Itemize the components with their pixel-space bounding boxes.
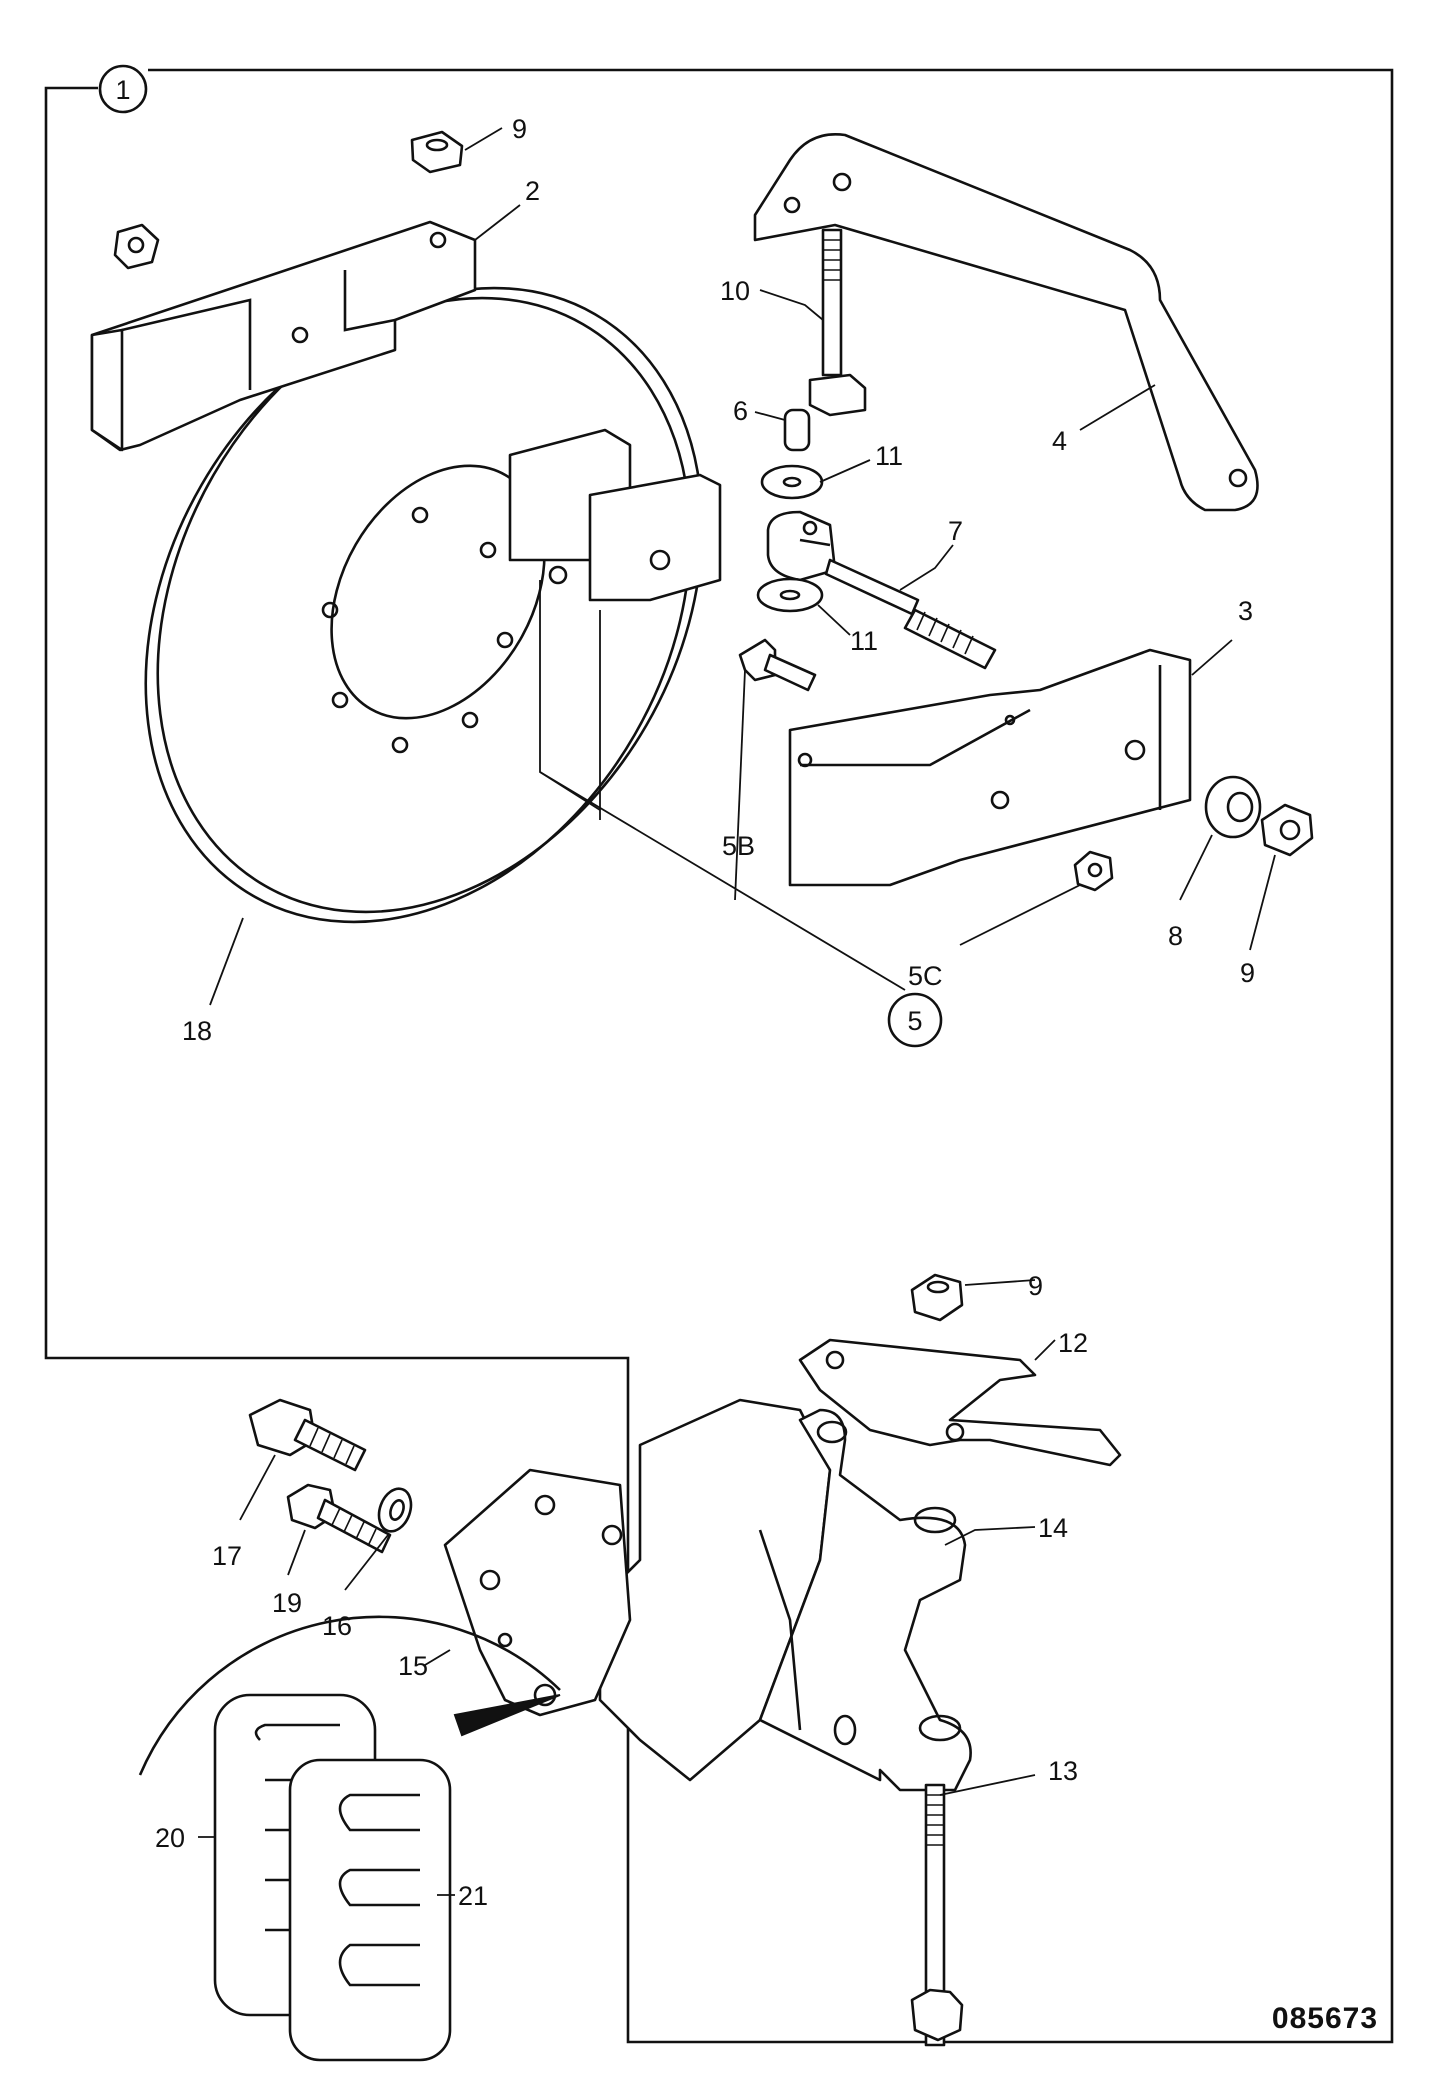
callout-10: 10 — [720, 276, 750, 306]
bolt-10 — [808, 228, 867, 417]
callout-2: 2 — [525, 176, 540, 206]
callout-5: 5 — [887, 992, 943, 1048]
mounting-flange — [443, 1468, 632, 1717]
caliper-bracket-upper — [90, 220, 477, 452]
bolt-13 — [910, 1783, 964, 2047]
callout-16: 16 — [322, 1611, 352, 1641]
nut-bottom — [910, 1273, 964, 1322]
nut-5c — [1073, 850, 1114, 892]
brake-pads — [508, 428, 722, 602]
bolt-5b — [738, 638, 817, 692]
callout-15: 15 — [398, 1651, 428, 1681]
leader-lines — [198, 127, 1276, 1896]
callout-3: 3 — [1238, 596, 1253, 626]
nut-upper-left — [113, 223, 160, 270]
nut-top — [410, 130, 464, 174]
callout-19: 19 — [272, 1588, 302, 1618]
callout-18: 18 — [182, 1016, 212, 1046]
pin-6 — [783, 408, 811, 452]
clevis-rod — [766, 510, 997, 670]
caliper-mounting — [598, 1398, 972, 1792]
callout-21: 21 — [458, 1881, 488, 1911]
callout-9-right: 9 — [1240, 958, 1255, 988]
anti-rattle-spring — [798, 1338, 1122, 1467]
shim-detail-view — [138, 1615, 561, 2062]
drawing-number: 085673 — [1272, 2002, 1378, 2035]
washer-upper — [760, 464, 824, 500]
svg-text:5: 5 — [907, 1006, 922, 1036]
callout-11-lower: 11 — [850, 626, 878, 656]
bolt-17 — [248, 1398, 367, 1472]
callout-13: 13 — [1048, 1756, 1078, 1786]
callout-7: 7 — [948, 516, 963, 546]
callout-9-top: 9 — [512, 114, 527, 144]
caliper-bracket-lower — [788, 648, 1192, 887]
svg-text:1: 1 — [115, 75, 130, 105]
callout-8: 8 — [1168, 921, 1183, 951]
callout-20: 20 — [155, 1823, 185, 1853]
callout-1: 1 — [98, 64, 148, 114]
callout-6: 6 — [733, 396, 748, 426]
callout-5c: 5C — [908, 961, 943, 991]
callout-5b: 5B — [722, 831, 755, 861]
callout-4: 4 — [1052, 426, 1067, 456]
nut-right — [1260, 803, 1314, 857]
callout-11-upper: 11 — [875, 441, 903, 471]
callout-17: 17 — [212, 1541, 242, 1571]
washer-16 — [377, 1487, 413, 1533]
support-arm — [753, 133, 1259, 512]
callout-12: 12 — [1058, 1328, 1088, 1358]
callout-14: 14 — [1038, 1513, 1068, 1543]
washer-8 — [1204, 775, 1262, 839]
bolt-19 — [286, 1483, 392, 1554]
washer-lower — [756, 577, 824, 613]
callout-9-bottom: 9 — [1028, 1271, 1043, 1301]
